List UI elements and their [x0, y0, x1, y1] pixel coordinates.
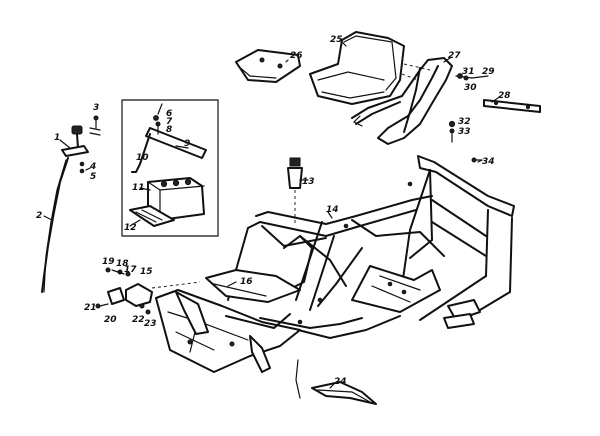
callout-30: 30 — [464, 83, 477, 93]
protective-cover-part — [295, 359, 377, 405]
callout-12: 12 — [124, 223, 137, 233]
callout-33: 33 — [458, 127, 471, 137]
callout-15: 15 — [140, 267, 153, 277]
callout-28: 28 — [498, 91, 511, 101]
callout-3: 3 — [93, 103, 99, 113]
callout-29: 29 — [482, 67, 495, 77]
callout-6: 6 — [166, 109, 172, 119]
seat-cushion-part — [235, 49, 301, 83]
callout-31: 31 — [462, 67, 475, 77]
callout-26: 26 — [290, 51, 303, 61]
callout-10: 10 — [136, 153, 149, 163]
seat-frame-part — [351, 57, 453, 145]
callout-14: 14 — [326, 205, 339, 215]
bracket-bar-part — [483, 99, 541, 113]
callout-18: 18 — [116, 259, 129, 269]
callout-17: 17 — [124, 265, 137, 275]
callout-labels: 1 2 3 4 5 6 7 8 9 10 11 12 13 14 15 16 1… — [36, 35, 511, 387]
callout-13: 13 — [302, 177, 315, 187]
callout-1: 1 — [54, 133, 60, 143]
callout-7: 7 — [166, 117, 173, 127]
callout-11: 11 — [132, 183, 145, 193]
callout-2: 2 — [36, 211, 42, 221]
callout-5: 5 — [90, 172, 96, 182]
callout-27: 27 — [448, 51, 461, 61]
chassis-frame-part — [155, 155, 515, 373]
leader-lines — [43, 39, 499, 389]
callout-21: 21 — [84, 303, 97, 313]
callout-24: 24 — [334, 377, 347, 387]
battery-kit-box — [121, 99, 219, 237]
callout-25: 25 — [330, 35, 343, 45]
callout-32: 32 — [458, 117, 471, 127]
bracket-hardware-15-23 — [95, 267, 201, 315]
throttle-lever-assembly — [41, 115, 101, 293]
callout-20: 20 — [104, 315, 117, 325]
callout-23: 23 — [144, 319, 157, 329]
seat-hardware — [448, 73, 489, 163]
callout-9: 9 — [184, 139, 190, 149]
callout-16: 16 — [240, 277, 253, 287]
callout-4: 4 — [89, 162, 96, 172]
mounting-sleeve-part — [287, 157, 303, 224]
seat-shell-part — [309, 31, 405, 105]
callout-19: 19 — [102, 257, 115, 267]
callout-34: 34 — [482, 157, 495, 167]
callout-8: 8 — [166, 125, 172, 135]
callout-22: 22 — [132, 315, 145, 325]
